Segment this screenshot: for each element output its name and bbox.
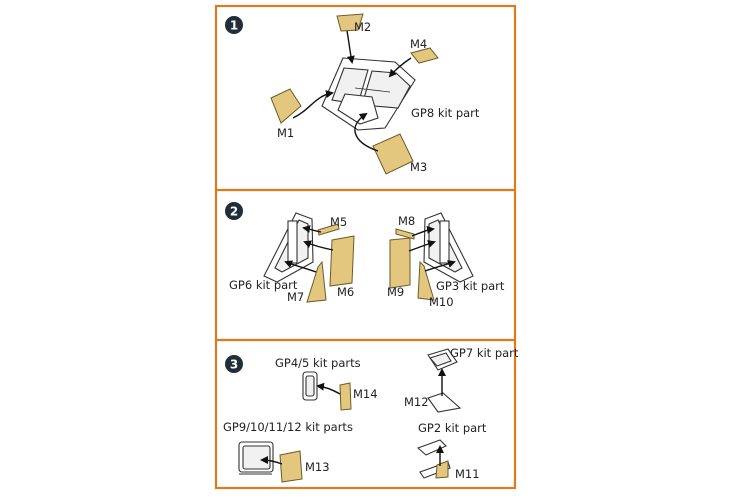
gp9-12-kit-label: GP9/10/11/12 kit parts bbox=[223, 420, 353, 434]
m14-part bbox=[339, 382, 352, 411]
step-1-badge bbox=[225, 16, 243, 34]
m2-part bbox=[336, 13, 364, 32]
m3-arrow bbox=[354, 112, 379, 152]
gp3-kit-part bbox=[423, 212, 474, 283]
gp8-kit-part bbox=[321, 57, 416, 131]
m5-part bbox=[317, 223, 340, 236]
m4-label: M4 bbox=[410, 37, 427, 51]
m6-arrow bbox=[303, 240, 334, 251]
step-1-panel: 1 M2 M4 M1 GP8 kit part M3 bbox=[225, 13, 480, 175]
gp7-kit-part bbox=[427, 348, 458, 371]
gp9-12-kit-parts bbox=[238, 441, 274, 475]
m6-part bbox=[329, 235, 355, 287]
m1-label: M1 bbox=[277, 126, 294, 140]
gp45-kit-label: GP4/5 kit parts bbox=[275, 356, 361, 370]
m2-arrow bbox=[346, 30, 355, 64]
m3-label: M3 bbox=[410, 160, 427, 174]
m10-arrow bbox=[424, 260, 456, 272]
instruction-frame bbox=[214, 4, 517, 490]
m8-label: M8 bbox=[398, 214, 415, 228]
m9-label: M9 bbox=[387, 285, 404, 299]
m9-part bbox=[389, 237, 411, 289]
gp7-kit-label: GP7 kit part bbox=[450, 346, 519, 360]
m2-label: M2 bbox=[354, 20, 371, 34]
step-2-panel: 2 M5 M8 GP6 kit part GP bbox=[225, 202, 505, 309]
step-2-badge bbox=[225, 202, 243, 220]
m11-part bbox=[435, 460, 449, 479]
m7-part bbox=[306, 260, 327, 303]
m7-arrow bbox=[284, 260, 317, 273]
m5-label: M5 bbox=[330, 215, 347, 229]
gp6-kit-label: GP6 kit part bbox=[229, 278, 298, 292]
m13-arrow bbox=[260, 456, 283, 465]
step-3-panel: 3 GP4/5 kit parts M14 GP9/10/11/12 kit p… bbox=[223, 346, 519, 483]
m12-part bbox=[427, 392, 462, 413]
m6-label: M6 bbox=[337, 285, 354, 299]
gp45-kit-parts bbox=[302, 371, 318, 401]
m14-arrow bbox=[316, 382, 341, 395]
m8-arrow bbox=[411, 225, 435, 237]
m4-arrow bbox=[388, 57, 412, 78]
m9-arrow bbox=[408, 240, 436, 252]
m11-label: M11 bbox=[455, 467, 480, 481]
m1-part bbox=[270, 88, 302, 124]
step-1-number: 1 bbox=[230, 19, 238, 33]
m3-part bbox=[372, 133, 414, 175]
m10-part bbox=[417, 260, 435, 301]
gp3-kit-label: GP3 kit part bbox=[436, 279, 505, 293]
gp6-kit-part bbox=[263, 212, 314, 283]
m1-arrow bbox=[292, 90, 334, 119]
m13-part bbox=[279, 450, 303, 483]
step-3-number: 3 bbox=[230, 358, 238, 372]
m14-label: M14 bbox=[353, 387, 378, 401]
m4-part bbox=[410, 47, 439, 64]
gp8-kit-label: GP8 kit part bbox=[411, 106, 480, 120]
m13-label: M13 bbox=[305, 460, 330, 474]
m12-label: M12 bbox=[404, 395, 429, 409]
m5-arrow bbox=[302, 225, 322, 233]
step-3-badge bbox=[225, 355, 243, 373]
m7-label: M7 bbox=[287, 290, 304, 304]
gp2-kit-label: GP2 kit part bbox=[418, 421, 487, 435]
m10-label: M10 bbox=[429, 295, 454, 309]
step-2-number: 2 bbox=[230, 205, 238, 219]
m8-part bbox=[395, 228, 415, 240]
